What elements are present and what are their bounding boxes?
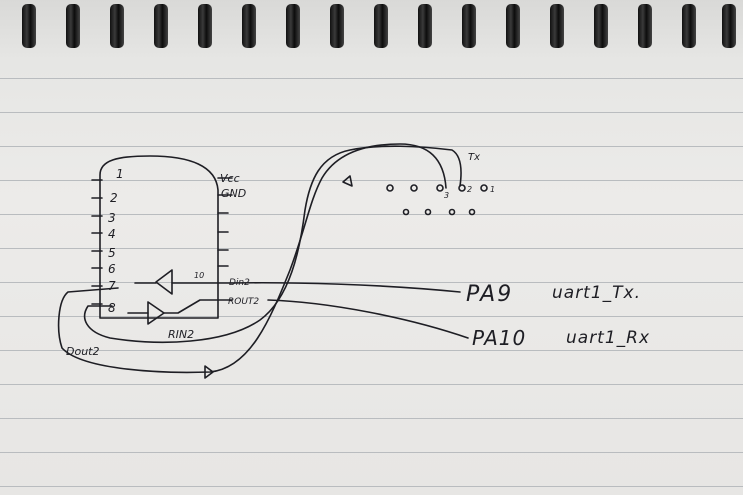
pin-label-5: 5 (108, 246, 116, 260)
pin-label-10: 10 (194, 271, 204, 280)
db9-pin-b (410, 184, 418, 192)
pa10-desc: uart1_Rx (566, 328, 650, 348)
gnd-label: GND (221, 187, 246, 200)
wire-rin2 (83, 145, 462, 343)
db9-num-1: 1 (490, 185, 495, 194)
db9-row2-a (402, 208, 410, 216)
db9-pin-2 (458, 184, 466, 192)
pin-label-8: 8 (108, 301, 116, 315)
db9-row2-d (468, 208, 476, 216)
db9-pin-3 (436, 184, 444, 192)
pin-label-6: 6 (108, 262, 116, 276)
dout2-arrow (204, 365, 214, 379)
db9-pin-a (386, 184, 394, 192)
buffer-pin7 (155, 269, 173, 295)
wire-pa9 (231, 281, 461, 293)
dout2-label: Dout2 (66, 345, 99, 358)
wire-dout2 (57, 143, 447, 374)
pa10-label: PA10 (472, 326, 526, 350)
vcc-label: Vcc (220, 172, 240, 185)
din2-label: Din2 (229, 278, 250, 288)
pin-label-2: 2 (110, 191, 118, 205)
db9-num-2: 2 (467, 185, 472, 194)
right-pin-stubs (217, 177, 233, 301)
pa9-label: PA9 (466, 282, 513, 307)
rin2-label: RIN2 (168, 328, 194, 341)
tx-arrow (342, 175, 353, 187)
db9-num-3: 3 (444, 191, 449, 200)
chip-outline (99, 155, 219, 319)
db9-row2-b (424, 208, 432, 216)
wire-pa10 (267, 299, 469, 339)
buffer-pin8 (147, 301, 165, 325)
pin-label-7: 7 (108, 279, 116, 293)
spiral-binding (0, 0, 743, 62)
left-pin-stubs (91, 179, 103, 305)
pin-label-1: 1 (116, 167, 124, 181)
pa9-desc: uart1_Tx. (552, 283, 641, 303)
pin-label-3: 3 (108, 211, 116, 225)
pin-label-4: 4 (108, 227, 116, 241)
db9-pin-1 (480, 184, 488, 192)
tx-top-label: Tx (468, 152, 480, 163)
db9-row2-c (448, 208, 456, 216)
rout2-label: ROUT2 (228, 297, 259, 307)
